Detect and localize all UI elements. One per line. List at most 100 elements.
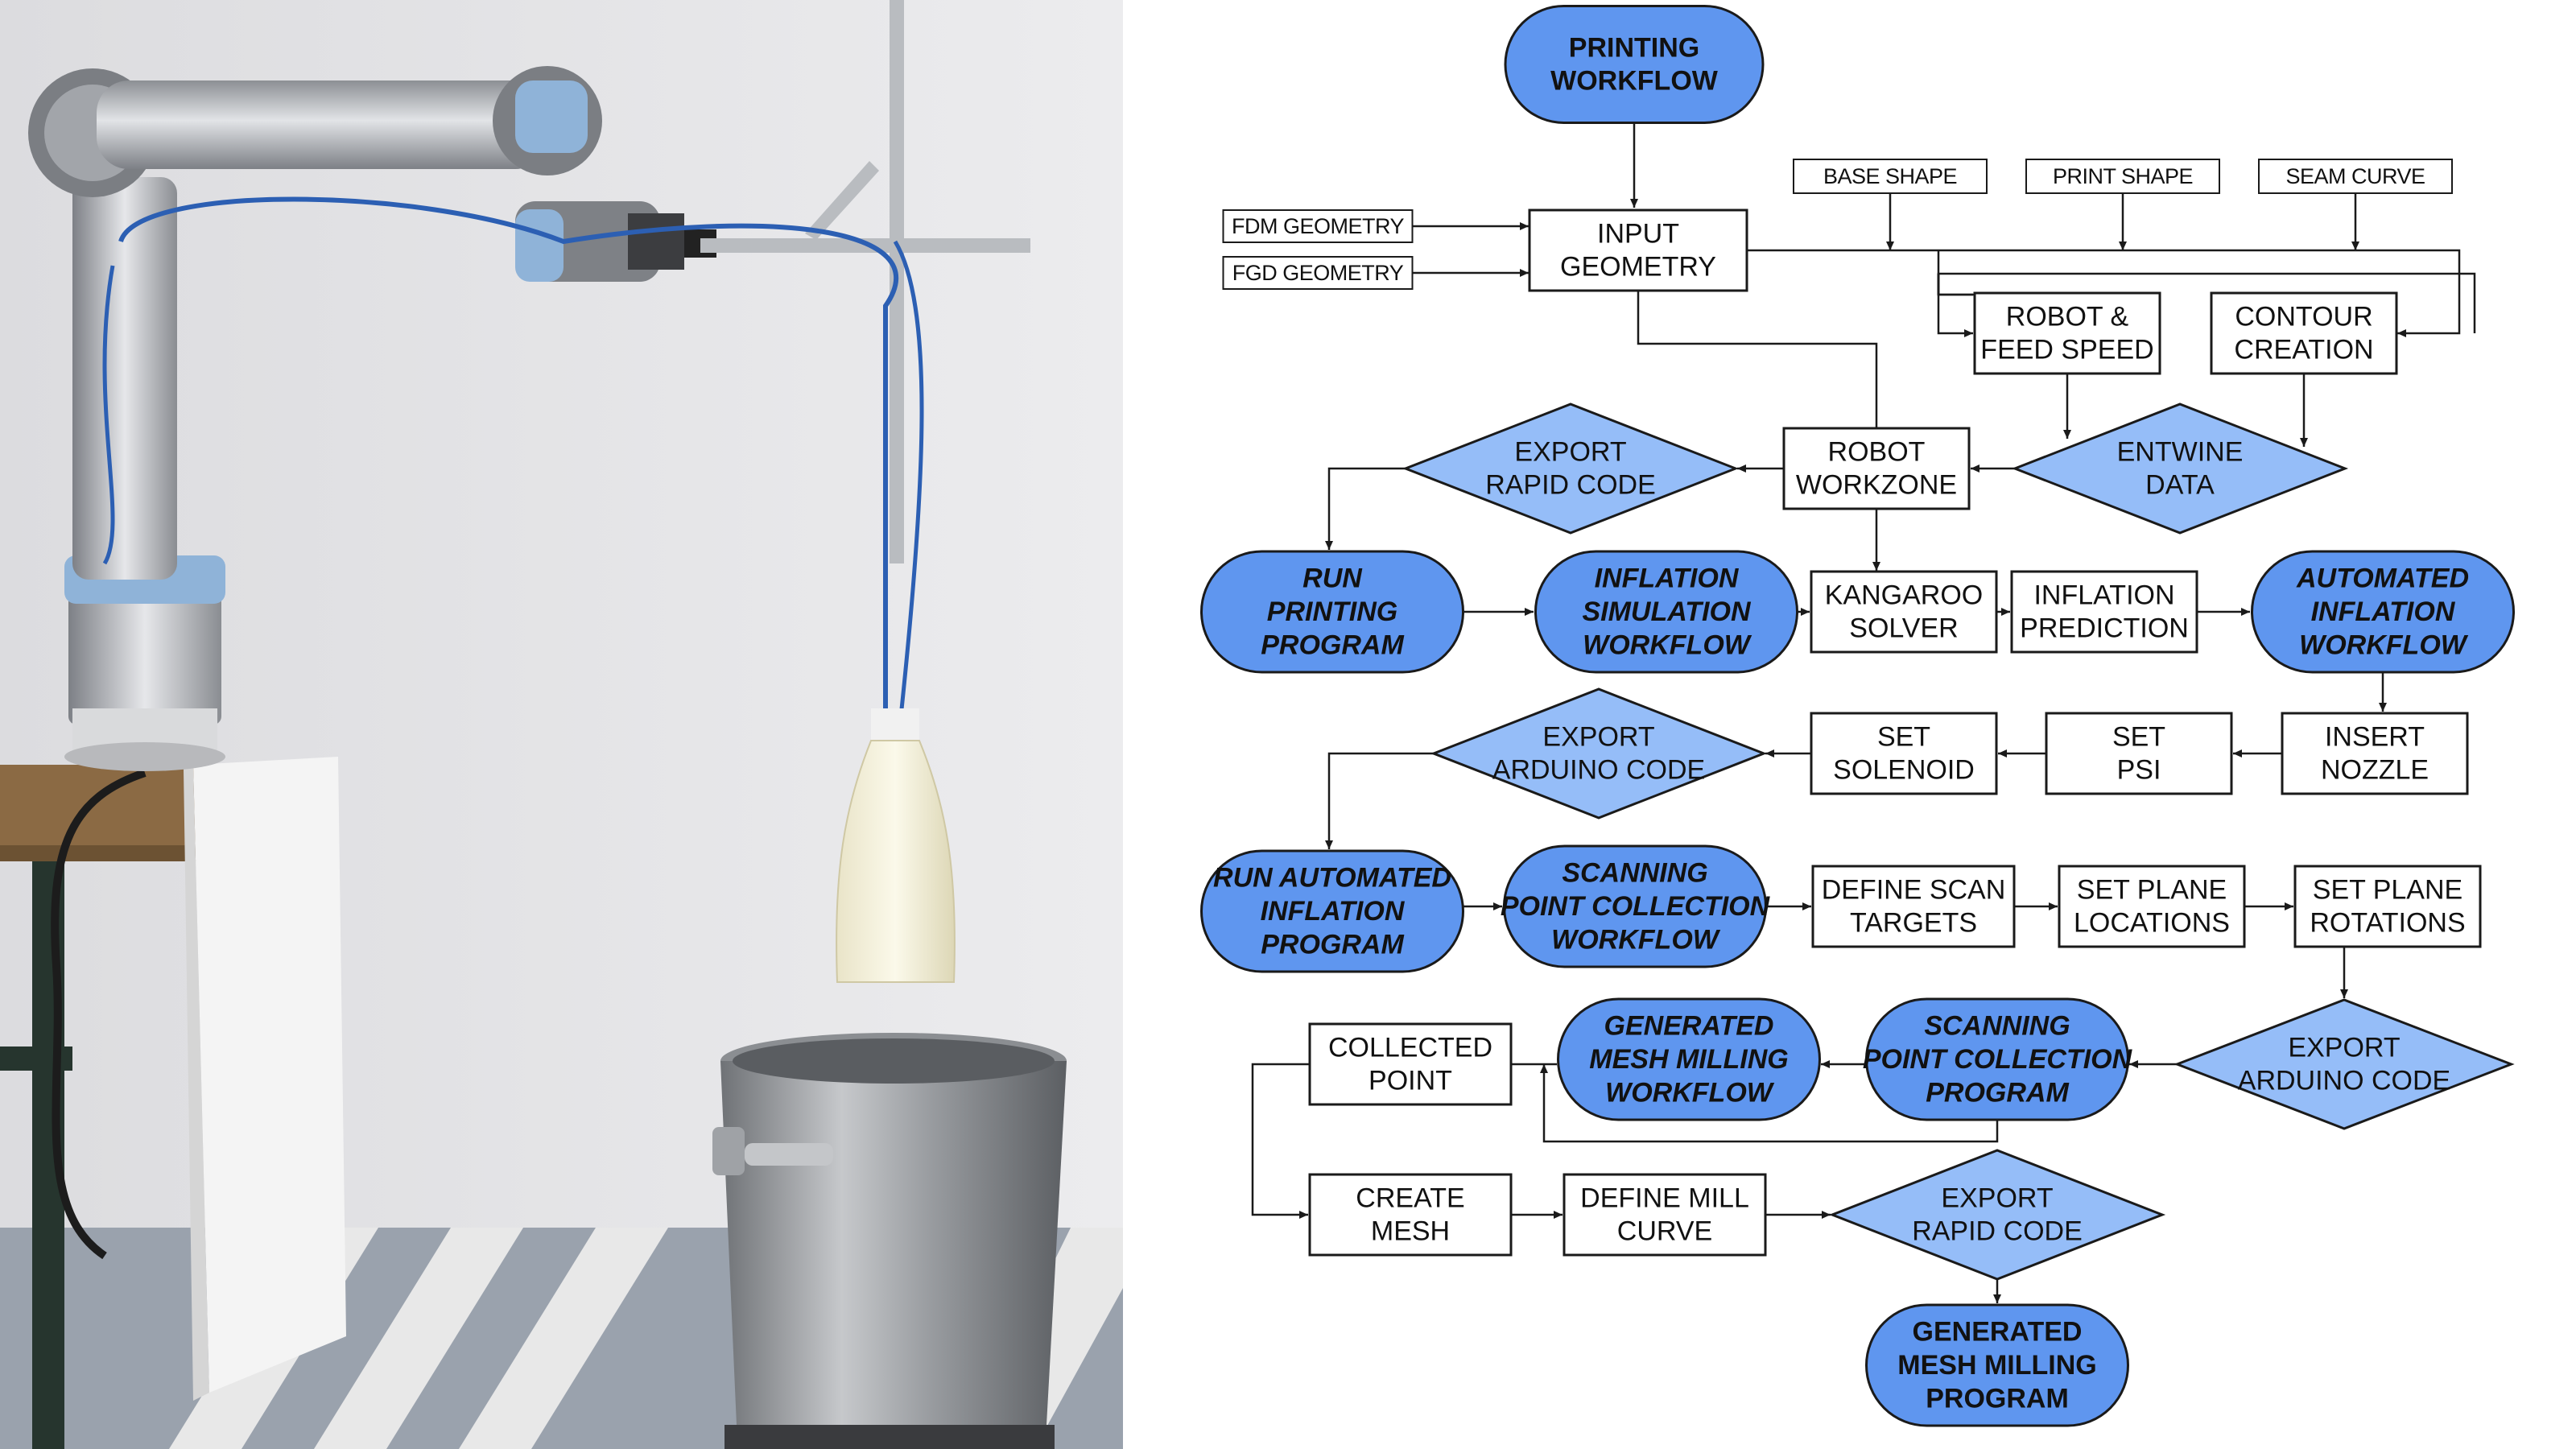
node-label: FGD GEOMETRY	[1232, 261, 1404, 285]
node-shape	[1865, 1303, 2129, 1427]
node-label: WORKFLOW	[1550, 66, 1719, 97]
node-label: DEFINE MILL	[1580, 1183, 1749, 1213]
node-shape	[2058, 865, 2246, 948]
node-shape	[2010, 570, 2198, 654]
node-label: PREDICTION	[2020, 613, 2189, 644]
node-label: INFLATION	[2033, 580, 2174, 610]
connector-arrow	[1747, 249, 2461, 337]
node-label: ROTATIONS	[2310, 908, 2465, 939]
node-label: FEED SPEED	[1980, 335, 2153, 365]
connector-arrow	[1937, 274, 1973, 337]
node-label: BASE SHAPE	[1823, 164, 1957, 188]
connector-arrow	[1251, 1063, 1310, 1219]
node-label: SET	[2112, 721, 2165, 752]
node-label: KANGAROO	[1825, 580, 1983, 610]
node-shape	[1200, 849, 1464, 973]
node-seam-curve: SEAM CURVE	[2258, 159, 2453, 194]
node-label: SET PLANE	[2313, 874, 2462, 905]
node-shape	[2045, 712, 2233, 795]
node-label: DEFINE SCAN	[1822, 874, 2006, 905]
node-label: SET	[1877, 721, 1930, 752]
node-shape	[1222, 209, 1414, 243]
node-label: SOLENOID	[1833, 755, 1975, 786]
node-label: RAPID CODE	[1485, 470, 1656, 501]
node-shape	[1308, 1173, 1513, 1257]
connector-arrow	[1937, 274, 1974, 296]
node-shape	[1810, 570, 1998, 654]
node-label: INPUT	[1597, 218, 1679, 249]
node-shape	[1308, 1022, 1513, 1106]
node-shape	[2011, 402, 2349, 535]
node-label: WORKFLOW	[2299, 630, 2469, 660]
node-shape	[1828, 1149, 2166, 1281]
node-shape	[1557, 997, 1821, 1121]
node-label: PROGRAM	[1926, 1383, 2069, 1414]
node-label: PRINTING	[1267, 597, 1397, 627]
node-label: GENERATED	[1913, 1317, 2083, 1348]
node-label: PRINTING	[1569, 32, 1699, 63]
node-label: INFLATION	[2311, 597, 2456, 627]
node-label: LOCATIONS	[2074, 908, 2230, 939]
node-label: ARDUINO CODE	[1492, 755, 1705, 786]
node-label: EXPORT	[1542, 721, 1654, 752]
node-label: ROBOT	[1828, 436, 1926, 467]
node-label: RUN AUTOMATED	[1213, 863, 1451, 894]
node-label: NOZZLE	[2321, 755, 2429, 786]
node-label: ENTWINE	[2117, 436, 2244, 467]
node-shape	[2258, 159, 2453, 194]
node-label: CREATE	[1356, 1183, 1464, 1213]
node-label: RUN	[1302, 564, 1363, 594]
connector-arrow	[1325, 467, 1406, 550]
node-label: COLLECTED	[1328, 1032, 1492, 1063]
node-print-shape: PRINT SHAPE	[2025, 159, 2220, 194]
node-label: WORKFLOW	[1583, 630, 1752, 660]
node-shape	[1811, 865, 2016, 948]
node-shape	[1563, 1173, 1767, 1257]
node-label: ARDUINO CODE	[2238, 1066, 2450, 1096]
node-label: CURVE	[1617, 1216, 1712, 1247]
node-label: PROGRAM	[1261, 929, 1404, 960]
node-label: POINT	[1368, 1066, 1452, 1096]
node-shape	[1534, 550, 1798, 674]
node-label: EXPORT	[2288, 1032, 2400, 1063]
node-label: CONTOUR	[2235, 301, 2372, 332]
node-label: WORKFLOW	[1605, 1077, 1775, 1108]
node-label: AUTOMATED	[2296, 564, 2469, 594]
node-label: SCANNING	[1562, 858, 1707, 889]
node-shape	[1430, 687, 1768, 819]
node-label: MESH	[1371, 1216, 1450, 1247]
node-label: SOLVER	[1849, 613, 1958, 644]
node-base-shape: BASE SHAPE	[1793, 159, 1988, 194]
robot-arm-photo	[0, 0, 1123, 1449]
node-label: DATA	[2145, 470, 2215, 501]
node-label: PROGRAM	[1926, 1077, 2069, 1108]
node-shape	[1782, 427, 1971, 510]
node-label: INSERT	[2325, 721, 2425, 752]
node-label: MESH MILLING	[1897, 1350, 2096, 1381]
node-label: SEAM CURVE	[2285, 164, 2425, 188]
node-fdm-geometry: FDM GEOMETRY	[1222, 209, 1414, 243]
node-shape	[1222, 256, 1414, 290]
node-label: GEOMETRY	[1560, 252, 1716, 283]
